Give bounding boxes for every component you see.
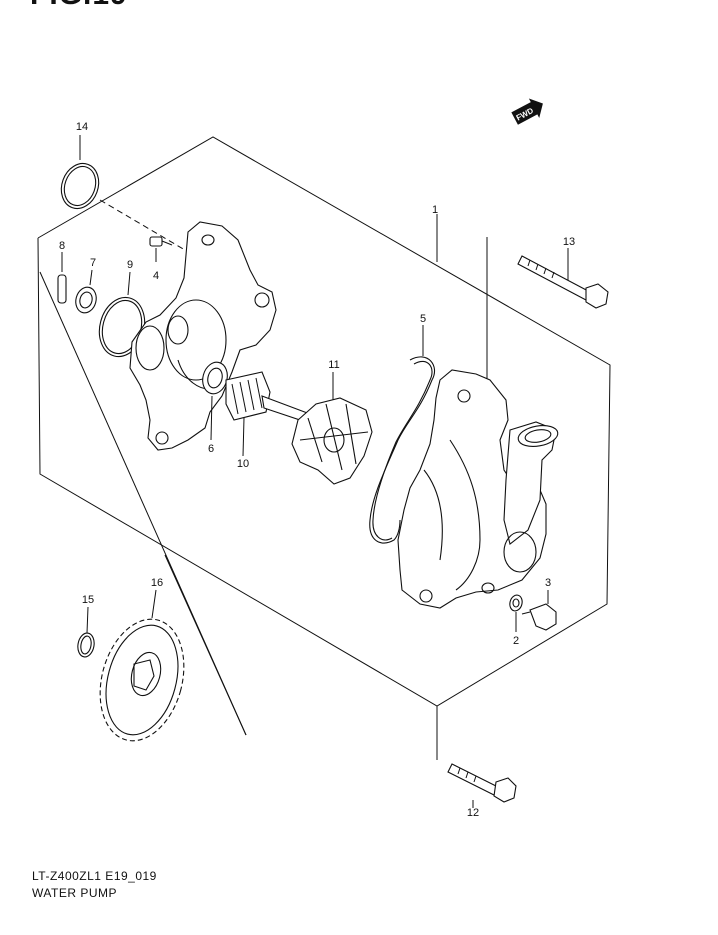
callout-4: 4 — [153, 270, 159, 282]
part-2-washer — [509, 594, 523, 632]
part-4-screw — [149, 236, 173, 262]
section-name: WATER PUMP — [32, 886, 117, 900]
part-12-bolt — [447, 763, 517, 808]
part-11-impeller — [261, 372, 373, 485]
callout-9: 9 — [127, 259, 133, 271]
callout-14: 14 — [76, 121, 88, 133]
part-6-oil-seal — [202, 361, 228, 441]
forward-direction-icon: FWD — [511, 98, 543, 125]
callout-13: 13 — [563, 236, 575, 248]
callout-3: 3 — [545, 577, 551, 589]
part-13-bolt — [517, 248, 609, 309]
callout-2: 2 — [513, 635, 519, 647]
part-5-gasket — [369, 325, 436, 544]
callout-1: 1 — [432, 204, 438, 216]
part-10-mechanical-seal — [225, 371, 271, 457]
assembly-boundary — [37, 136, 611, 707]
callout-8: 8 — [59, 240, 65, 252]
model-code: LT-Z400ZL1 E19_019 — [32, 869, 157, 883]
callout-12: 12 — [467, 807, 479, 819]
callout-16: 16 — [151, 577, 163, 589]
part-7-washer — [75, 269, 97, 314]
callout-6: 6 — [208, 443, 214, 455]
pump-body — [397, 369, 559, 609]
callout-11: 11 — [328, 359, 339, 371]
part-8-dowel-pin — [57, 252, 67, 304]
callout-7: 7 — [90, 257, 96, 269]
callout-15: 15 — [82, 594, 94, 606]
part-15-circlip — [77, 606, 95, 658]
gear-guide-line — [164, 554, 247, 736]
callout-5: 5 — [420, 313, 426, 325]
figure-label: FIG.19 — [30, 0, 128, 12]
part-14-oring — [60, 135, 100, 210]
seal-housing — [129, 221, 277, 451]
part-3-bolt — [521, 590, 557, 631]
callout-10: 10 — [237, 458, 249, 470]
part-16-drive-gear — [99, 589, 185, 742]
